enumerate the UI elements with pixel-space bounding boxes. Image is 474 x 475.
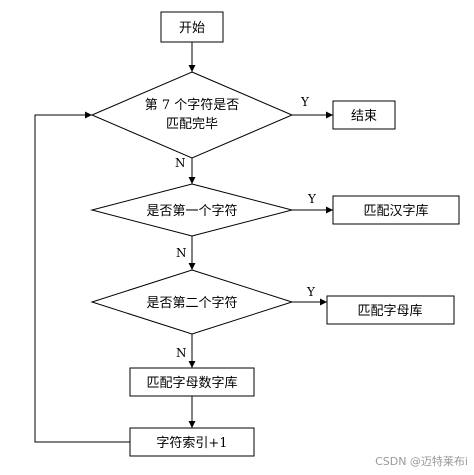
arrow-increment-loop-back — [34, 111, 130, 443]
yes-label-2: Y — [307, 192, 317, 206]
no-label-1: N — [175, 156, 186, 170]
decision-second-char: 是否第二个字符 — [90, 269, 294, 335]
start-node: 开始 — [160, 11, 224, 43]
match-letter-label: 匹配字母库 — [357, 303, 422, 319]
end-label: 结束 — [351, 109, 377, 124]
match-chinese-node: 匹配汉字库 — [332, 195, 460, 225]
no-label-3: N — [176, 346, 187, 360]
decision-first-char: 是否第一个字符 — [90, 183, 294, 237]
match-alnum-label: 匹配字母数字库 — [146, 375, 237, 391]
decision2-label: 是否第一个字符 — [146, 203, 237, 219]
decision1-label-line2: 匹配完毕 — [166, 117, 218, 132]
match-letter-node: 匹配字母库 — [326, 295, 455, 325]
increment-node: 字符索引+1 — [129, 427, 255, 457]
decision1-label-line1: 第 7 个字符是否 — [145, 97, 240, 113]
yes-label-1: Y — [300, 95, 310, 109]
increment-label: 字符索引+1 — [156, 435, 227, 451]
no-label-2: N — [176, 246, 187, 260]
match-alnum-node: 匹配字母数字库 — [129, 367, 255, 397]
yes-label-3: Y — [306, 285, 316, 299]
match-chinese-label: 匹配汉字库 — [363, 203, 428, 219]
decision-seventh-char-done: 第 7 个字符是否 匹配完毕 — [90, 71, 294, 159]
watermark-text: CSDN @迈特莱布i — [375, 455, 468, 468]
start-label: 开始 — [179, 21, 205, 36]
end-node: 结束 — [332, 100, 396, 130]
decision3-label: 是否第二个字符 — [146, 295, 237, 311]
